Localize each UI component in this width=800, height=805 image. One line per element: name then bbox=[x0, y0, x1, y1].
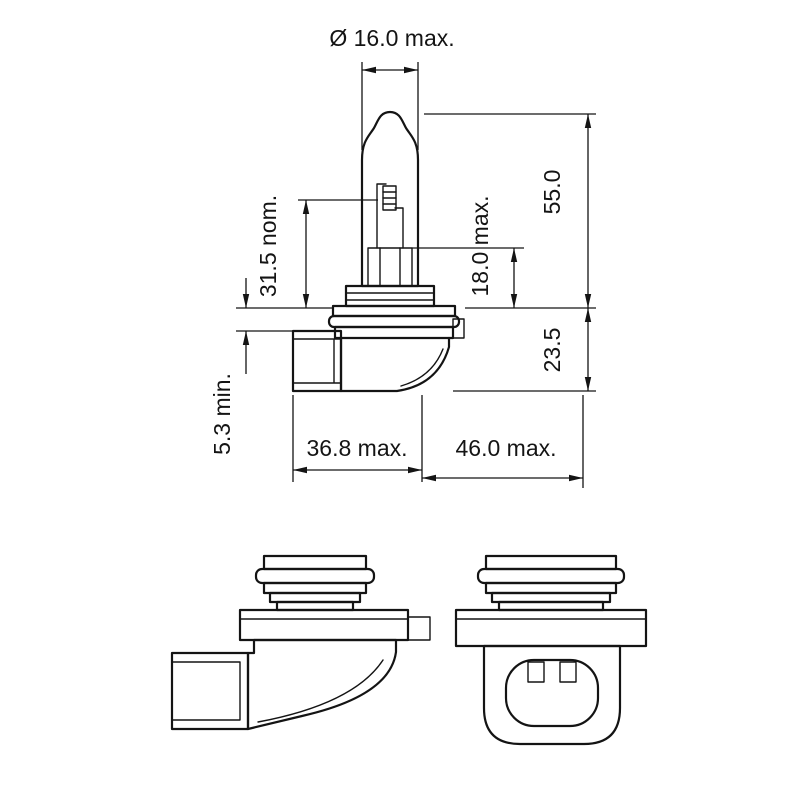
dim-inner-length-label: 18.0 max. bbox=[467, 196, 493, 297]
connector-plug bbox=[170, 651, 250, 731]
flange-plate bbox=[238, 608, 410, 642]
filament-assembly bbox=[367, 183, 413, 287]
o-ring bbox=[254, 567, 376, 585]
pinch-seal-lines bbox=[379, 247, 401, 287]
base-body bbox=[246, 638, 398, 731]
key-tab bbox=[407, 616, 431, 641]
collar-stack bbox=[476, 554, 626, 612]
key-tab bbox=[452, 318, 465, 339]
collar-band bbox=[497, 600, 605, 612]
pinch-seal bbox=[367, 247, 413, 287]
lead-wires bbox=[376, 183, 404, 249]
collar-band bbox=[490, 591, 612, 604]
o-ring bbox=[327, 314, 461, 329]
extension-lines bbox=[424, 113, 596, 309]
collar-band bbox=[268, 591, 362, 604]
dim-total-width-label: 46.0 max. bbox=[456, 435, 557, 461]
flange bbox=[454, 608, 648, 648]
flange bbox=[238, 608, 431, 642]
filament-coil-turns bbox=[382, 191, 397, 205]
dim-diameter: Ø 16.0 max. bbox=[329, 25, 455, 150]
terminal-tab bbox=[527, 661, 545, 683]
plug-outline bbox=[170, 651, 250, 731]
extension-lines bbox=[236, 199, 378, 309]
neck-outline bbox=[344, 284, 436, 308]
collar-band bbox=[275, 600, 355, 612]
dim-diameter-label: Ø 16.0 max. bbox=[329, 25, 454, 51]
collar-band bbox=[484, 581, 618, 595]
collar-band-bottom bbox=[333, 325, 455, 340]
collar-band bbox=[484, 554, 618, 571]
extension-lines bbox=[361, 62, 419, 150]
base-body-inner-contour bbox=[257, 659, 384, 723]
dim-clearance-label: 5.3 min. bbox=[209, 373, 235, 455]
connector-plug bbox=[291, 329, 343, 393]
plug-walls bbox=[171, 661, 241, 721]
dim-inner-length: 18.0 max. bbox=[412, 196, 524, 308]
dim-body-width-label: 36.8 max. bbox=[307, 435, 408, 461]
plug-outline bbox=[291, 329, 343, 393]
terminal-tab bbox=[559, 661, 577, 683]
base-front-view bbox=[454, 554, 648, 746]
base-collar bbox=[327, 304, 465, 340]
dim-bulb-length: 55.0 bbox=[424, 113, 596, 309]
dim-base-length-label: 23.5 bbox=[539, 328, 565, 373]
dim-clearance: 5.3 min. bbox=[209, 278, 293, 455]
base-neck bbox=[344, 284, 436, 308]
o-ring bbox=[476, 567, 626, 585]
collar-stack bbox=[254, 554, 376, 612]
connector-opening bbox=[504, 658, 600, 728]
base-side-view bbox=[170, 554, 431, 731]
dim-base-length: 23.5 bbox=[453, 308, 596, 392]
collar-band bbox=[262, 581, 368, 595]
dim-body-width: 36.8 max. bbox=[292, 395, 423, 482]
dim-total-width: 46.0 max. bbox=[422, 395, 584, 488]
dim-bulb-length-label: 55.0 bbox=[539, 170, 565, 215]
neck-ridges bbox=[345, 292, 435, 301]
collar-band-top bbox=[331, 304, 457, 318]
glass-envelope bbox=[360, 110, 420, 288]
flange-plate bbox=[454, 608, 648, 648]
plug-walls bbox=[292, 338, 342, 384]
connector-housing bbox=[482, 644, 622, 746]
base-body-inner-contour bbox=[400, 348, 444, 387]
dim-light-center-label: 31.5 nom. bbox=[255, 195, 281, 297]
dim-light-center: 31.5 nom. bbox=[236, 195, 378, 309]
base-body bbox=[339, 336, 451, 393]
collar-band bbox=[262, 554, 368, 571]
bulb-side-view: Ø 16.0 max. 55.0 23.5 18.0 max. 31.5 nom… bbox=[209, 25, 596, 488]
